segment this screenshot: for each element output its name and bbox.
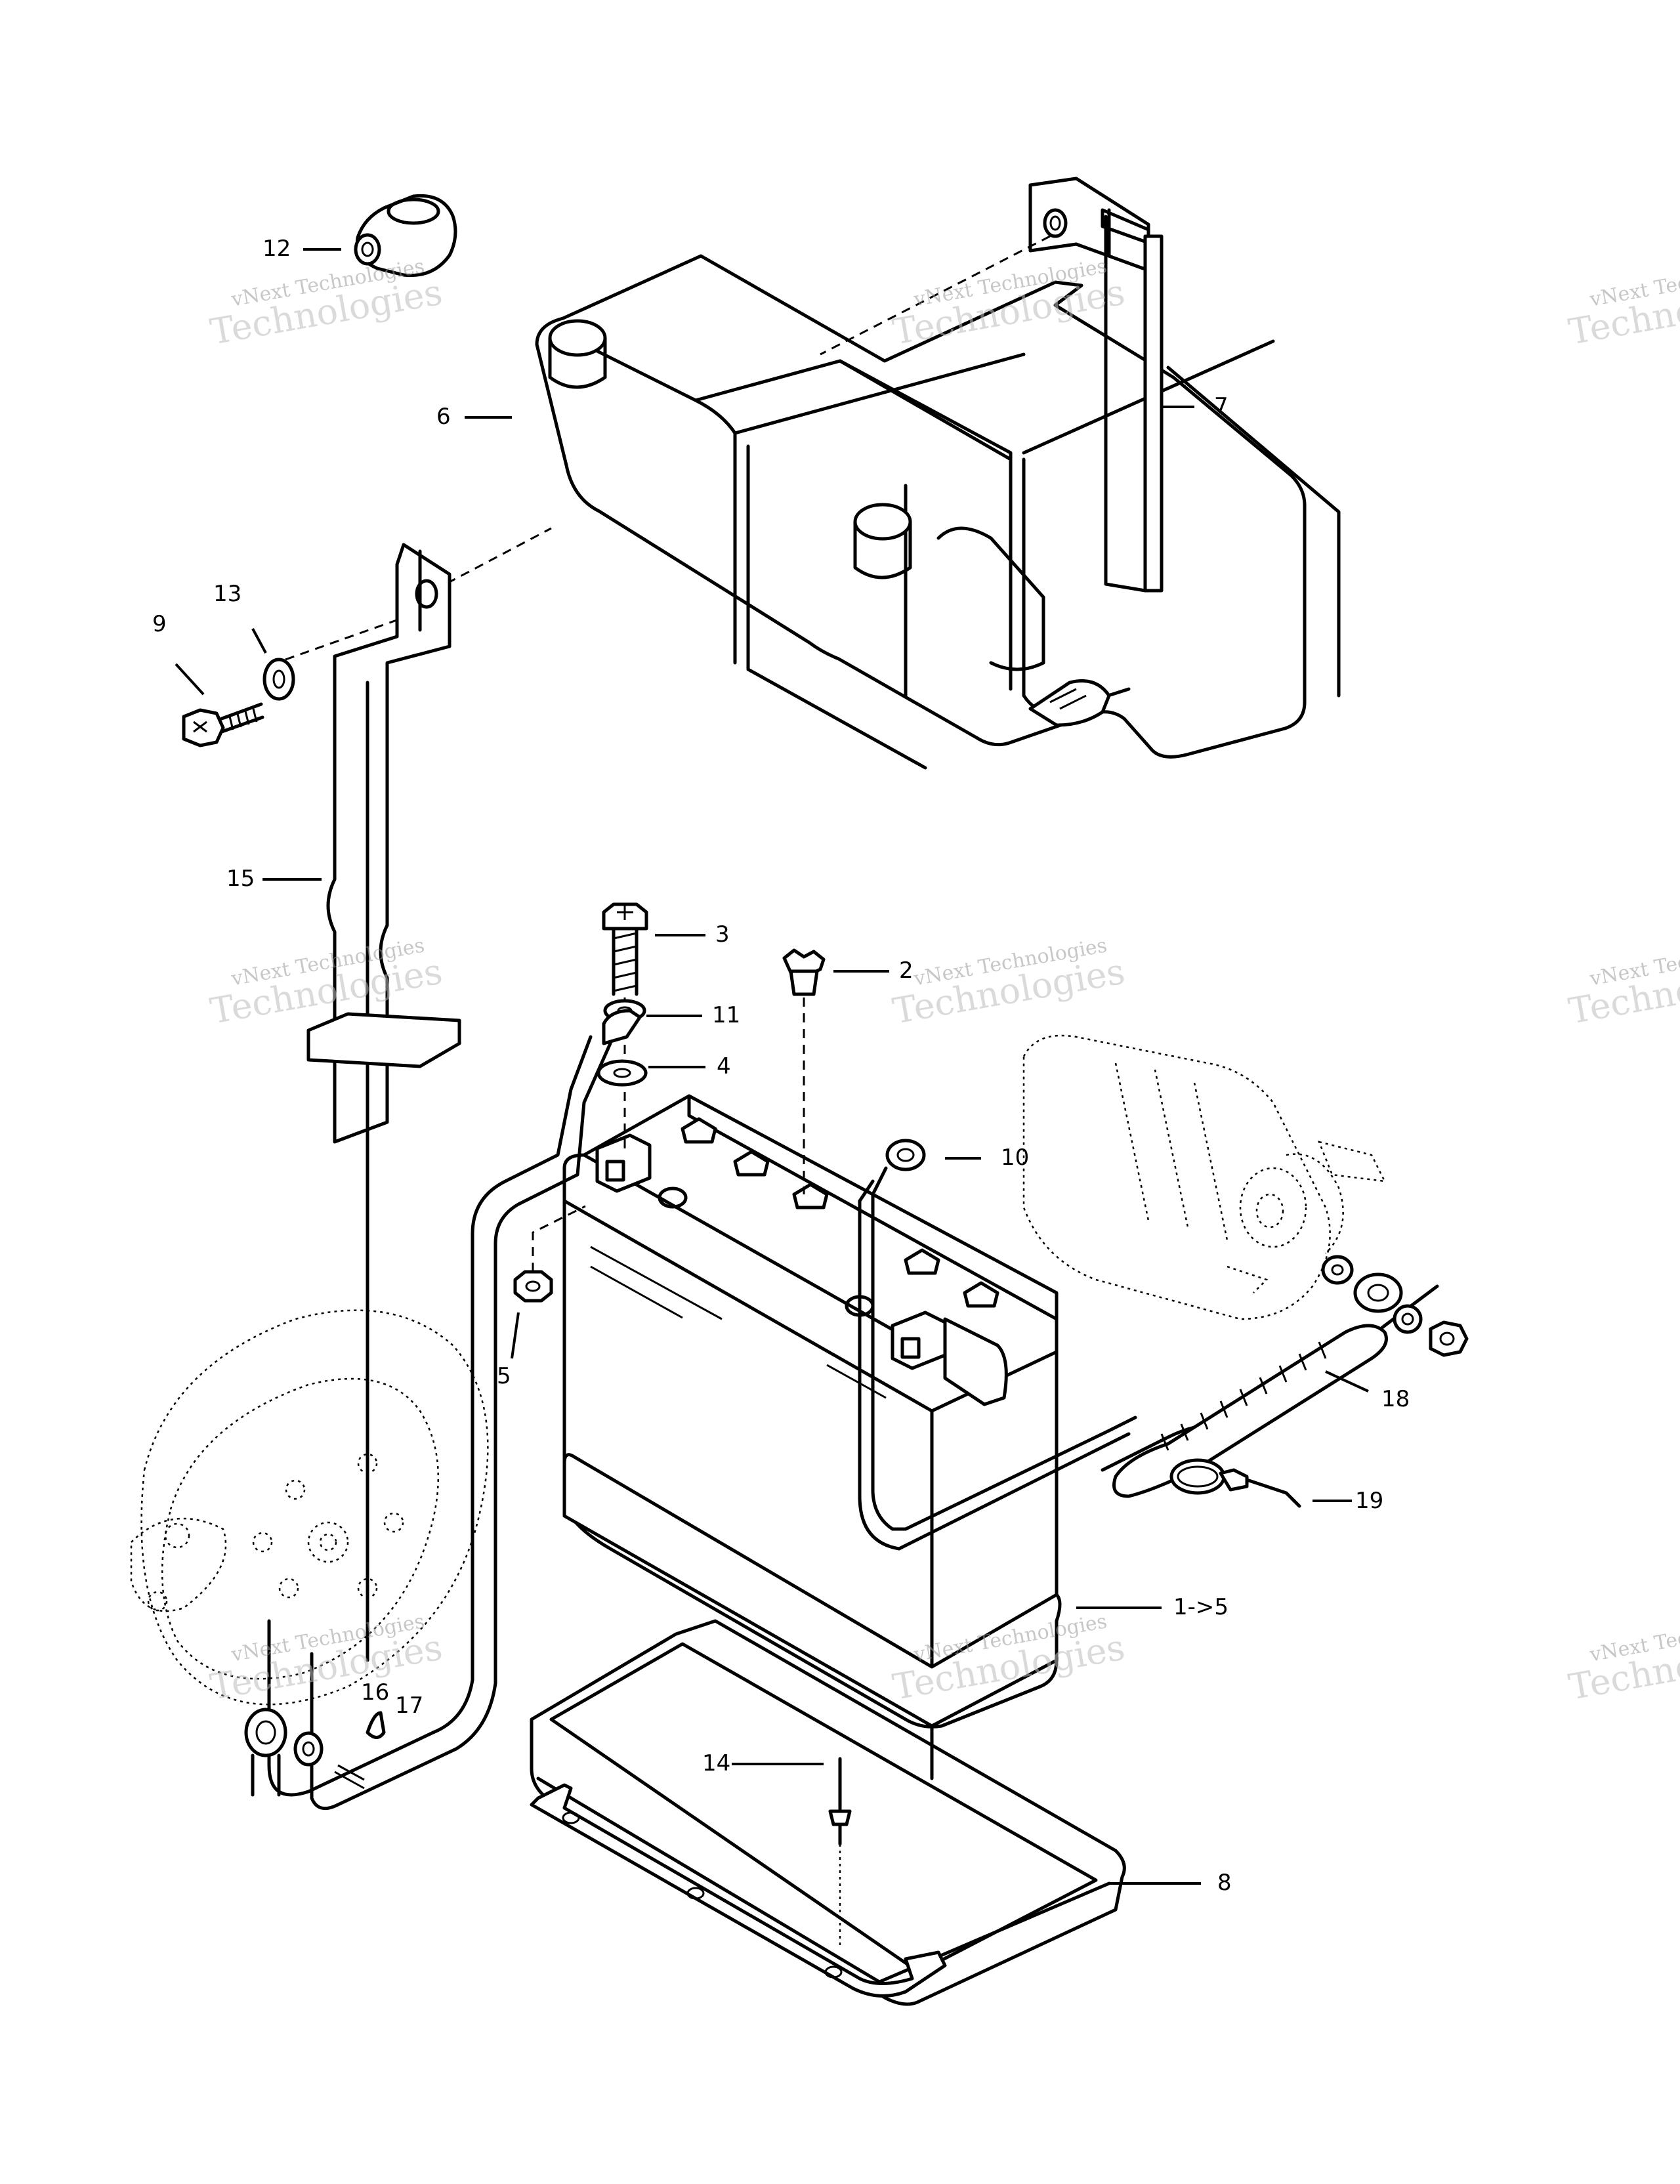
- callout-13: 13: [213, 581, 242, 607]
- pin-part-14: [828, 1757, 852, 1949]
- negative-cable: [244, 1009, 642, 1811]
- callout-4: 4: [717, 1053, 731, 1080]
- callout-2: 2: [899, 957, 914, 984]
- washer-part-4: [597, 1059, 648, 1087]
- battery-cover-part-6: [535, 254, 1341, 770]
- nut-part-5: [513, 1205, 586, 1303]
- cable-boot-part-18: [1101, 1255, 1469, 1498]
- callout-6: 6: [436, 404, 451, 430]
- positive-cable-part-10: [858, 1139, 1137, 1551]
- leader-lines: [175, 248, 1369, 1885]
- callout-7: 7: [1214, 393, 1228, 419]
- callout-19: 19: [1355, 1488, 1384, 1514]
- flywheel-housing: [130, 1309, 489, 1706]
- vent-cap-part-2: [782, 948, 826, 1194]
- bracket-part-7: [1028, 177, 1164, 593]
- washer-part-16: [293, 1731, 324, 1767]
- alignment-line-cover-bracket: [820, 235, 1051, 356]
- callout-14: 14: [702, 1750, 731, 1776]
- callout-10: 10: [1001, 1144, 1030, 1171]
- bolt-part-17: [334, 1711, 386, 1790]
- starter-motor: [1022, 1034, 1387, 1320]
- callout-11: 11: [712, 1002, 741, 1028]
- callout-5: 5: [497, 1363, 511, 1389]
- lock-washer-part-13: [262, 658, 295, 701]
- battery-tray-part-8: [530, 1619, 1126, 2006]
- callout-9: 9: [152, 611, 167, 637]
- battery-cap-row: [681, 1117, 999, 1308]
- callout-15: 15: [226, 866, 255, 892]
- callout-17: 17: [395, 1692, 424, 1719]
- bolt-part-3: [602, 902, 648, 1148]
- tie-wrap-part-19: [1169, 1458, 1301, 1508]
- alignment-line-strap-cover: [432, 527, 552, 592]
- alignment-line-screw-strap: [285, 602, 444, 661]
- callout-16: 16: [361, 1679, 390, 1706]
- hold-down-strap-part-15: [306, 543, 461, 1662]
- callout-8: 8: [1217, 1870, 1232, 1896]
- cap-boot-part-12: [354, 194, 457, 278]
- callout-3: 3: [715, 921, 730, 948]
- callout-12: 12: [262, 236, 291, 262]
- callout-1-5: 1->5: [1173, 1594, 1229, 1620]
- screw-part-9: [182, 702, 264, 747]
- callout-18: 18: [1381, 1386, 1410, 1412]
